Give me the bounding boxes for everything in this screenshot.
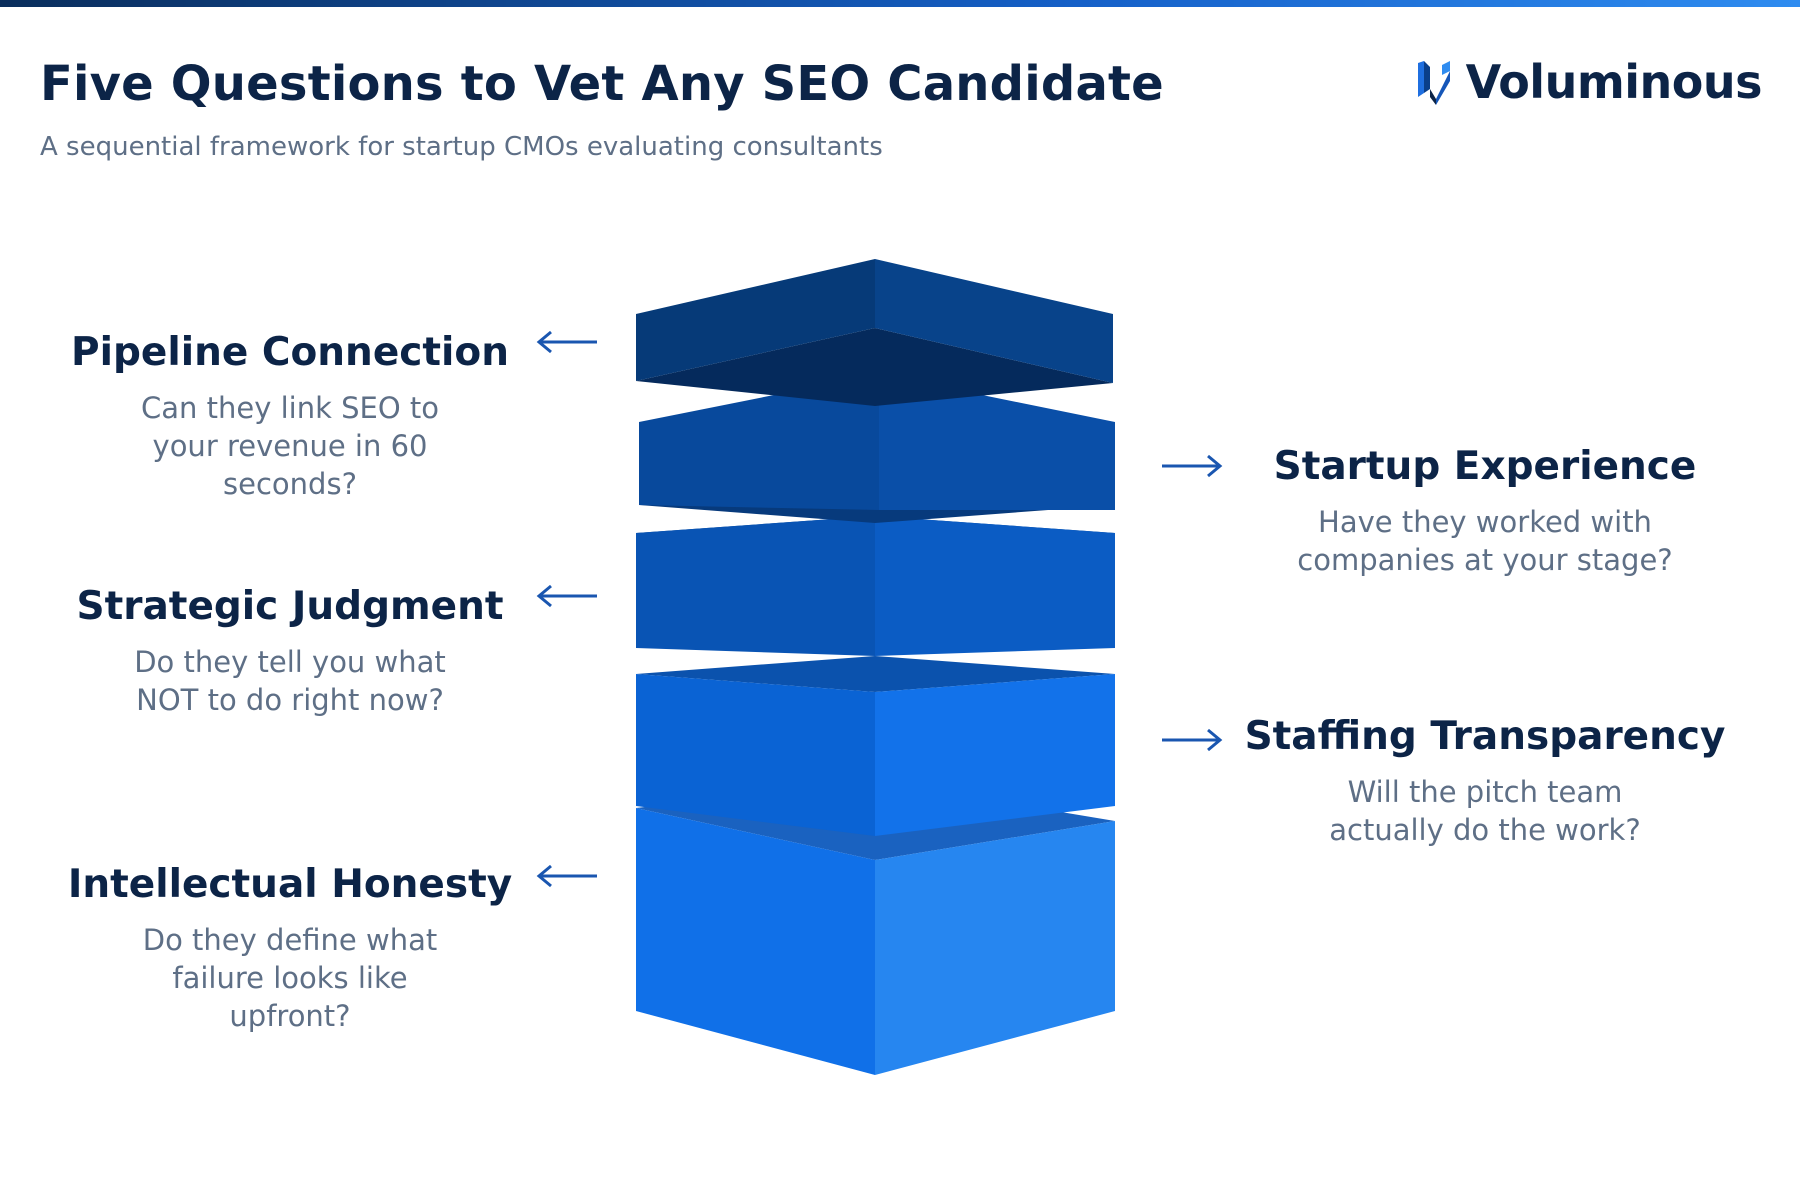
- brand-name: Voluminous: [1465, 55, 1763, 109]
- question-strategic-judgment: Strategic Judgment Do they tell you what…: [60, 584, 520, 719]
- top-accent-bar: [0, 0, 1800, 7]
- question-title: Staffing Transparency: [1244, 714, 1726, 759]
- question-text: Can they link SEO to your revenue in 60 …: [141, 390, 439, 501]
- question-startup-experience: Startup Experience Have they worked with…: [1245, 444, 1725, 579]
- question-title: Strategic Judgment: [76, 584, 504, 629]
- question-text: Will the pitch team actually do the work…: [1329, 774, 1641, 847]
- arrow-right-icon: [1162, 728, 1223, 752]
- block-2: [639, 374, 1115, 523]
- voluminous-logo-icon: [1417, 61, 1450, 105]
- block-1: [636, 259, 1113, 406]
- question-text: Have they worked with companies at your …: [1297, 504, 1673, 577]
- question-intellectual-honesty: Intellectual Honesty Do they define what…: [60, 862, 520, 1035]
- arrow-right-icon: [1162, 454, 1223, 478]
- question-text: Do they define what failure looks like u…: [142, 922, 438, 1033]
- page-title: Five Questions to Vet Any SEO Candidate: [40, 56, 1164, 112]
- question-staffing-transparency: Staffing Transparency Will the pitch tea…: [1235, 714, 1735, 849]
- question-title: Startup Experience: [1273, 444, 1697, 489]
- question-text: Do they tell you what NOT to do right no…: [134, 644, 446, 717]
- arrow-left-icon: [536, 584, 597, 608]
- question-title: Pipeline Connection: [71, 330, 509, 375]
- question-title: Intellectual Honesty: [67, 862, 513, 907]
- arrow-left-icon: [536, 864, 597, 888]
- block-3: [636, 516, 1115, 656]
- block-4: [636, 656, 1115, 836]
- arrow-left-icon: [536, 330, 597, 354]
- question-pipeline-connection: Pipeline Connection Can they link SEO to…: [60, 330, 520, 503]
- brand-logo: Voluminous: [1414, 52, 1763, 112]
- page-subtitle: A sequential framework for startup CMOs …: [40, 132, 883, 162]
